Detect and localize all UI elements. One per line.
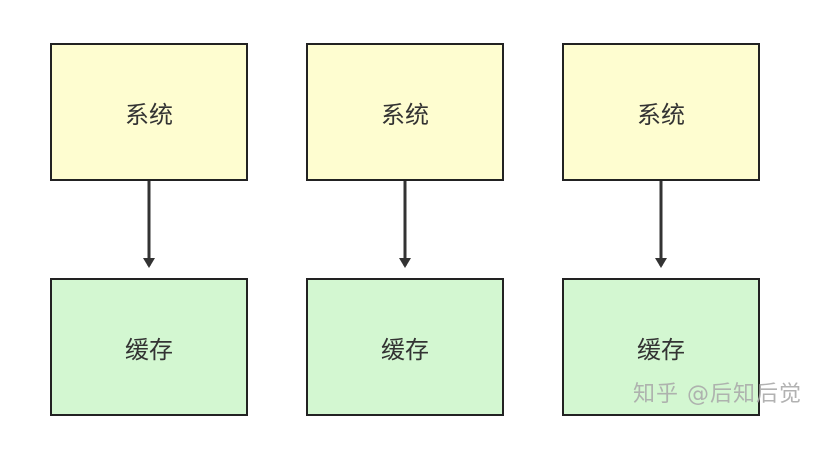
cache-box: 缓存 [562,278,760,416]
cache-label: 缓存 [381,335,429,364]
cache-box: 缓存 [50,278,248,416]
cache-label: 缓存 [637,335,685,364]
watermark: 知乎 @后知后觉 [633,382,802,407]
system-box: 系统 [562,43,760,181]
system-label: 系统 [381,100,429,129]
cache-box: 缓存 [306,278,504,416]
system-label: 系统 [125,100,173,129]
system-box: 系统 [306,43,504,181]
system-label: 系统 [637,100,685,129]
system-box: 系统 [50,43,248,181]
cache-label: 缓存 [125,335,173,364]
